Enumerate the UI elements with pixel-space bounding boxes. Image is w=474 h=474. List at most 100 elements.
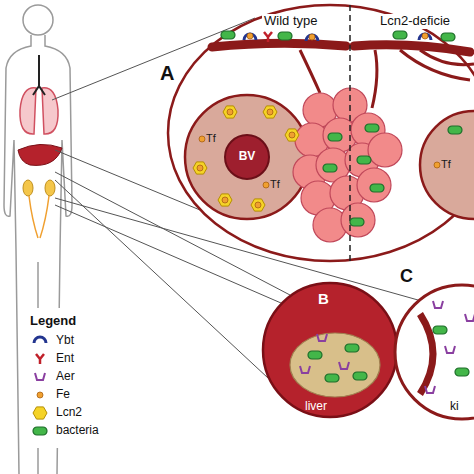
head-outline [23,5,53,35]
legend-label: bacteria [56,424,99,438]
transferrin-label: Tf [270,178,280,191]
iron-dot [227,109,233,115]
lcn2-group [223,106,237,118]
legend-icon [30,424,50,438]
bacterium [393,31,407,39]
panel-letter: A [160,62,174,85]
iron-dot [263,182,269,188]
legend-title: Legend [30,314,99,329]
legend-ground [22,308,122,448]
bact-group [393,31,407,39]
ybt-group [244,34,256,40]
iron-dot [267,109,273,115]
lcn2-symbol [193,162,207,174]
bact-group [308,351,322,359]
aer-symbol [35,373,45,380]
iron-dot [37,392,43,398]
bacterium [448,126,462,134]
lcn2-group [263,106,277,118]
bacterium [433,326,447,334]
fe-group [263,182,269,188]
iron-dot [199,136,205,142]
transferrin-label: Tf [206,132,216,145]
lcn2-group [251,199,265,211]
bact-group [353,372,367,380]
organ-label: ki [450,400,459,414]
ybt-group [306,35,318,41]
bacterium [365,124,379,132]
ent-group [264,32,272,42]
blood-vessel-branch [372,50,377,108]
blood-vessel-branch [420,50,474,65]
legend-label: Lcn2 [56,406,82,420]
aer-group [465,314,474,321]
iron-dot [422,33,428,39]
tissue-cross-section: TfTfBV [184,94,310,220]
bact-group [221,31,235,39]
bacterium [357,156,371,164]
column-heading: Lcn2-deficie [378,14,452,29]
bacterium [455,368,469,376]
legend: LegendYbtEntAerFeLcn2bacteria [30,314,99,440]
alveolus [357,168,391,202]
bacterium [350,218,364,226]
circle-outline [185,95,309,219]
bacterium [33,427,47,435]
legend-icon [30,388,50,402]
node-outline [262,282,398,418]
liver-tissue [290,333,380,397]
aer-group [300,366,310,373]
bact-group [350,218,364,226]
fe-group [422,33,428,39]
aer-group [433,301,443,308]
fe-group [267,109,273,115]
fe-group [222,197,228,203]
aer-symbol [465,314,474,321]
circle-outline [263,283,397,417]
lcn2-group [218,194,232,206]
ybt-group [419,34,431,40]
legend-label: Aer [56,370,75,384]
fe-group [197,165,203,171]
ybt-symbol [34,337,46,343]
iron-dot [434,162,440,168]
bacterium [323,164,337,172]
lcn2-symbol [251,199,265,211]
fe-group [247,33,253,39]
bacterium [328,133,342,141]
bact-group [370,184,384,192]
blood-vessel: BV [224,134,270,180]
capillary [212,43,346,47]
lcn2-group [193,162,207,174]
fe-group [227,109,233,115]
bacterium [370,184,384,192]
kidney-vessel [420,314,433,394]
fe-group [289,132,295,138]
bacterium [308,351,322,359]
circle-outline [225,135,269,179]
aer-group [339,362,349,369]
bact-group [357,156,371,164]
aer-group [445,346,455,353]
circle-outline [395,285,474,419]
lcn2-symbol [33,407,47,419]
legend-label: Fe [56,388,70,402]
kidney-organ [23,180,33,196]
lcn2-symbol [285,129,299,141]
aer-symbol [445,346,455,353]
bact-group [345,344,359,352]
lcn2-symbol [223,106,237,118]
bacterium [353,372,367,380]
iron-dot [247,33,253,39]
bacterium [441,33,455,41]
aer-symbol [317,334,327,341]
iron-dot [197,165,203,171]
lcn2-group [285,129,299,141]
vessel-label: BV [239,150,256,164]
legend-label: Ent [56,352,74,366]
fe-group [199,136,205,142]
bact-group [365,124,379,132]
bact-group [441,33,455,41]
ybt-symbol [244,34,256,40]
